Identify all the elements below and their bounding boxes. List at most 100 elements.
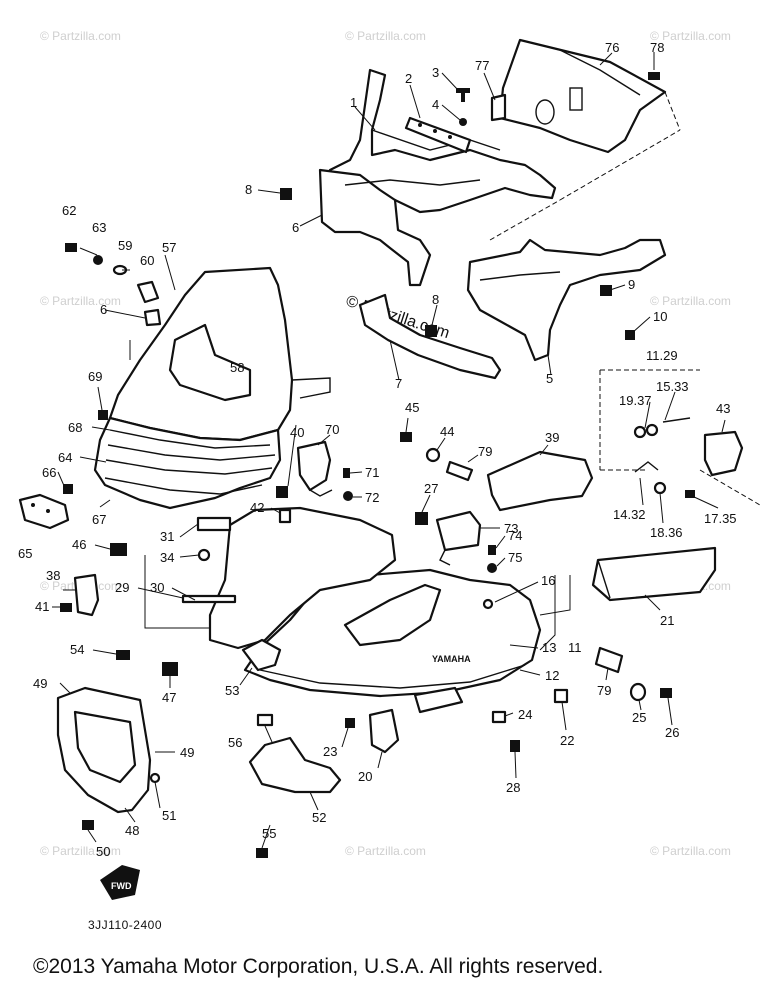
diagram-code: 3JJ110-2400 (88, 918, 162, 932)
callout-label: 3 (432, 65, 439, 80)
callout-label: 59 (118, 238, 132, 253)
callout-label: 25 (632, 710, 646, 725)
reference-dashes (489, 91, 761, 506)
watermark-text: © Partzilla.com (40, 29, 121, 43)
brand-label: YAMAHA (432, 654, 471, 664)
callout-label: 23 (323, 744, 337, 759)
callout-label: 20 (358, 769, 372, 784)
callout-label: 78 (650, 40, 664, 55)
upper-fairing-stay (318, 68, 557, 287)
callout-label: 57 (162, 240, 176, 255)
callout-label: 40 (290, 425, 304, 440)
lower-cover-frame (56, 686, 152, 814)
callout-label: 31 (160, 529, 174, 544)
callout-label: 65 (18, 546, 32, 561)
windshield (108, 266, 331, 442)
leader-lines (52, 52, 726, 849)
callout-label: 14.32 (613, 507, 646, 522)
watermark-text: © Partzilla.com (345, 844, 426, 858)
callout-label: 11 (568, 640, 582, 655)
callout-label: 5 (546, 371, 553, 386)
callout-label: 16 (541, 573, 555, 588)
callout-label: 47 (162, 690, 176, 705)
callout-label: 30 (150, 580, 164, 595)
right-mirror (435, 510, 482, 566)
callout-label: 73 (504, 521, 518, 536)
callout-label: 28 (506, 780, 520, 795)
pad-20 (368, 708, 400, 754)
callout-label: 49 (180, 745, 194, 760)
callout-label: 18.36 (650, 525, 683, 540)
copyright-notice: ©2013 Yamaha Motor Corporation, U.S.A. A… (33, 955, 604, 978)
left-mirror (296, 440, 333, 497)
callout-label: 79 (478, 444, 492, 459)
watermark-text: © Partzilla.com (650, 294, 731, 308)
callout-label: 62 (62, 203, 76, 218)
callout-labels: 1 2 3 4 76 77 78 8 6 9 10 7 5 8 11.29 15… (18, 40, 737, 859)
fasteners (60, 72, 695, 858)
callout-label: 69 (88, 369, 102, 384)
callout-label: 8 (245, 182, 252, 197)
callout-label: 77 (475, 58, 489, 73)
inner-panel (208, 506, 397, 650)
callout-label: 42 (250, 500, 264, 515)
callout-label: 21 (660, 613, 674, 628)
callout-label: 72 (365, 490, 379, 505)
callout-label: 76 (605, 40, 619, 55)
callout-label: 13 (542, 640, 556, 655)
callout-label: 10 (653, 309, 667, 324)
air-duct-39 (486, 450, 594, 512)
lower-fairing: YAMAHA (243, 568, 542, 698)
lower-guard-52 (248, 736, 342, 794)
callout-label: 60 (140, 253, 154, 268)
callout-label: 45 (405, 400, 419, 415)
callout-label: 22 (560, 733, 574, 748)
callout-label: 67 (92, 512, 106, 527)
callout-label: 12 (545, 668, 559, 683)
watermark-text: © Partzilla.com (40, 844, 121, 858)
callout-label: 50 (96, 844, 110, 859)
callout-label: 46 (72, 537, 86, 552)
callout-label: 51 (162, 808, 176, 823)
bracket-strip (404, 116, 472, 154)
watermark-text: © Partzilla.com (650, 844, 731, 858)
callout-label: 26 (665, 725, 679, 740)
callout-label: 7 (395, 376, 402, 391)
callout-label: 24 (518, 707, 532, 722)
callout-label: 48 (125, 823, 139, 838)
callout-label: 43 (716, 401, 730, 416)
air-duct-21 (591, 546, 717, 602)
callout-label: 58 (230, 360, 244, 375)
callout-label: 64 (58, 450, 72, 465)
callout-label: 79 (597, 683, 611, 698)
callout-label: 44 (440, 424, 454, 439)
brace-bar (358, 293, 502, 380)
group-brackets (129, 340, 571, 651)
callout-label: 2 (405, 71, 412, 86)
callout-label: 53 (225, 683, 239, 698)
callout-label: 75 (508, 550, 522, 565)
callout-label: 54 (70, 642, 84, 657)
callout-label: 74 (508, 528, 522, 543)
callout-label: 15.33 (656, 379, 689, 394)
callout-label: 66 (42, 465, 56, 480)
switch-assembly (703, 430, 744, 477)
fwd-arrow: FWD (100, 865, 140, 900)
callout-label: 63 (92, 220, 106, 235)
watermark-text: © Partzilla.com (650, 29, 731, 43)
callout-label: 6 (100, 302, 107, 317)
callout-label: 4 (432, 97, 439, 112)
callout-label: 27 (424, 481, 438, 496)
callout-label: 1 (350, 95, 357, 110)
callout-label: 38 (46, 568, 60, 583)
callout-label: 39 (545, 430, 559, 445)
lower-fairing-stay (466, 238, 667, 362)
watermark-text: © Partzilla.com (345, 29, 426, 43)
callout-label: 55 (262, 826, 276, 841)
callout-label: 34 (160, 550, 174, 565)
callout-label: 49 (33, 676, 47, 691)
callout-label: 6 (292, 220, 299, 235)
callout-label: 56 (228, 735, 242, 750)
callout-label: 19.37 (619, 393, 652, 408)
